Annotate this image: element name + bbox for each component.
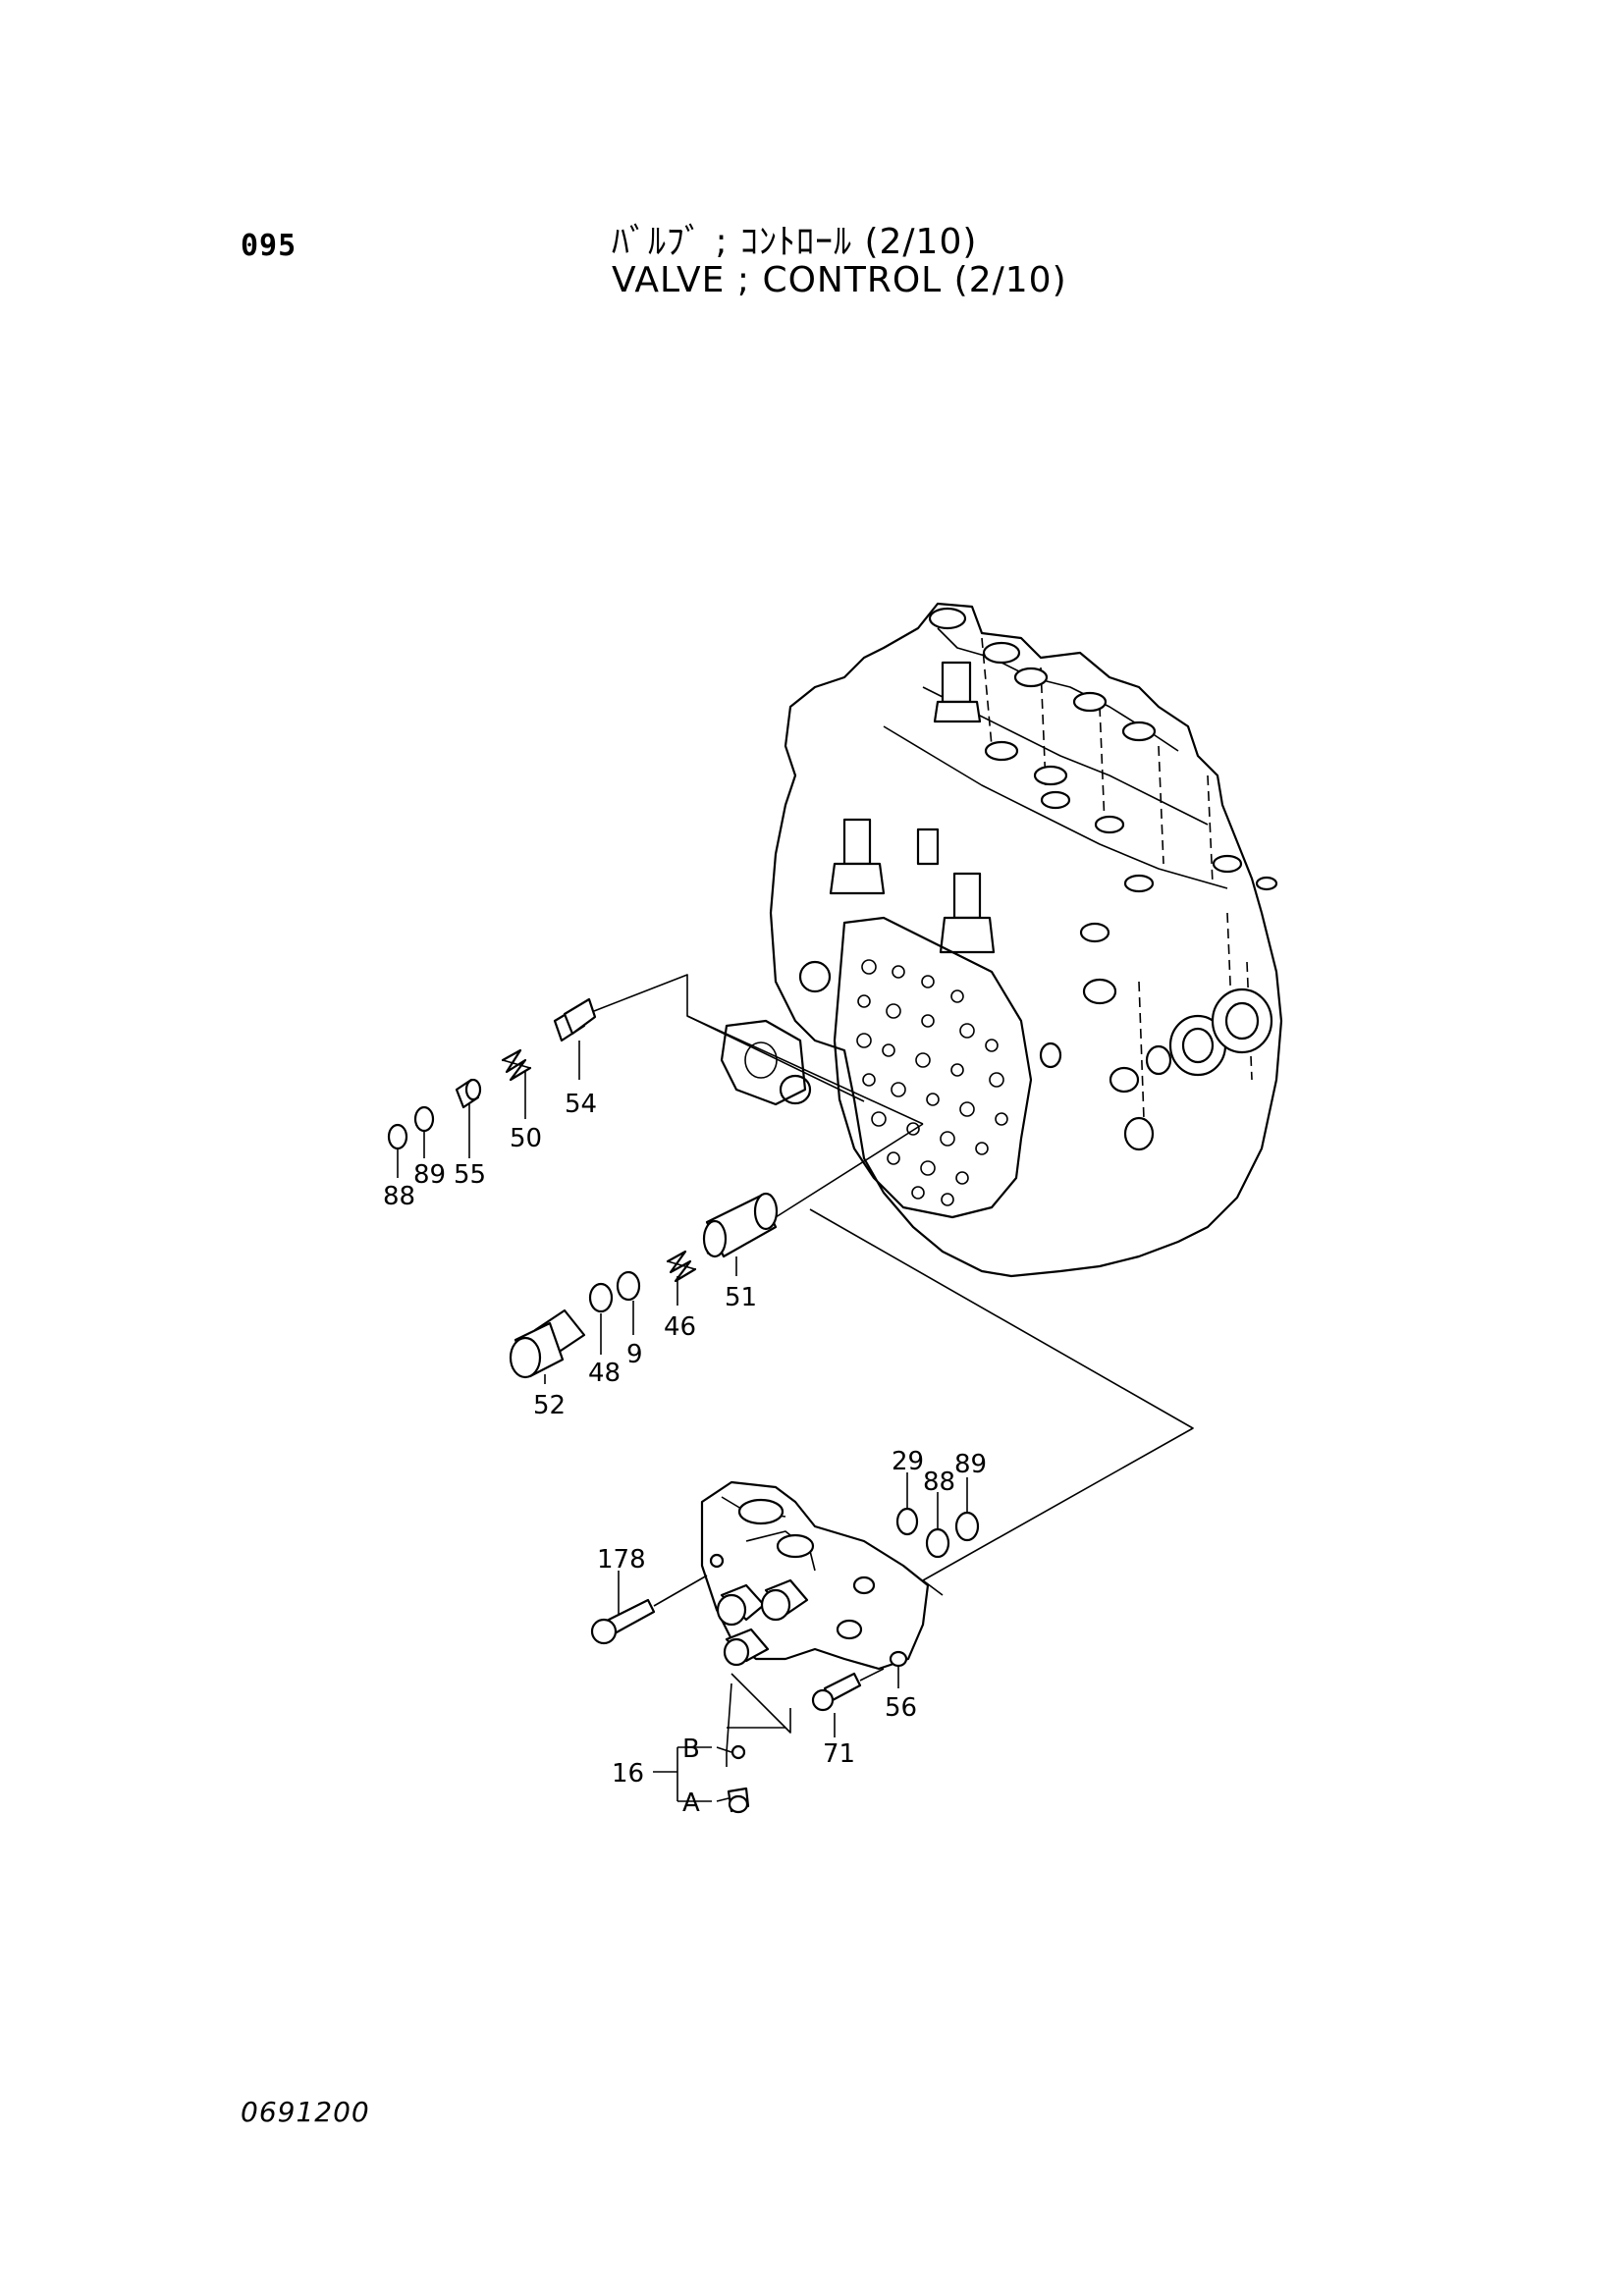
callout-labels: 54 50 55 89 88 51 46 9 48 52 29 88 89 17… (383, 1090, 987, 1818)
part-48-o-ring (588, 1282, 614, 1313)
callout-88-upper: 88 (383, 1182, 415, 1211)
valve-cover-block (700, 1480, 930, 1671)
callout-50: 50 (510, 1124, 542, 1153)
callout-48: 48 (588, 1359, 621, 1388)
callout-16: 16 (612, 1759, 644, 1789)
title-english: VALVE ; CONTROL (2/10) (612, 260, 1067, 300)
callout-89-upper: 89 (413, 1160, 446, 1190)
callout-52: 52 (533, 1391, 566, 1420)
callout-55: 55 (454, 1160, 486, 1190)
part-54-spool-plug (553, 997, 597, 1042)
part-9-backup-ring (616, 1270, 641, 1302)
callout-46: 46 (664, 1312, 696, 1342)
callout-A: A (682, 1789, 700, 1818)
part-88-o-ring-b (925, 1527, 950, 1559)
callout-54: 54 (565, 1090, 597, 1119)
callout-29: 29 (892, 1447, 924, 1476)
callout-178: 178 (597, 1545, 646, 1575)
part-50-spring (501, 1048, 532, 1082)
part-46-spring (666, 1250, 697, 1283)
part-16-plug-set (653, 1744, 750, 1814)
part-29-o-ring (895, 1507, 919, 1536)
valve-end-face-ports (833, 916, 1140, 1219)
callout-B: B (682, 1735, 700, 1764)
page-number: 095 (241, 229, 298, 263)
callout-56: 56 (885, 1693, 917, 1723)
callout-88-lower: 88 (923, 1468, 955, 1497)
part-178-socket-bolt (590, 1575, 708, 1645)
callout-9: 9 (626, 1340, 643, 1369)
part-89-backup-ring-a (413, 1105, 435, 1133)
part-71-socket-bolt (811, 1668, 885, 1712)
part-55-retainer (455, 1078, 482, 1109)
callout-71: 71 (823, 1739, 855, 1769)
callout-89-lower: 89 (954, 1450, 987, 1479)
part-89-backup-ring-b (954, 1511, 980, 1542)
title-japanese: ﾊﾞﾙﾌﾞ ; ｺﾝﾄﾛｰﾙ (2/10) (612, 222, 978, 262)
part-88-o-ring-a (387, 1123, 408, 1150)
control-valve-block (720, 602, 1283, 1278)
part-51-spool-sleeve (702, 1192, 779, 1258)
callout-51: 51 (725, 1283, 757, 1312)
part-52-plug (509, 1308, 586, 1379)
drawing-code: 0691200 (241, 2096, 370, 2128)
